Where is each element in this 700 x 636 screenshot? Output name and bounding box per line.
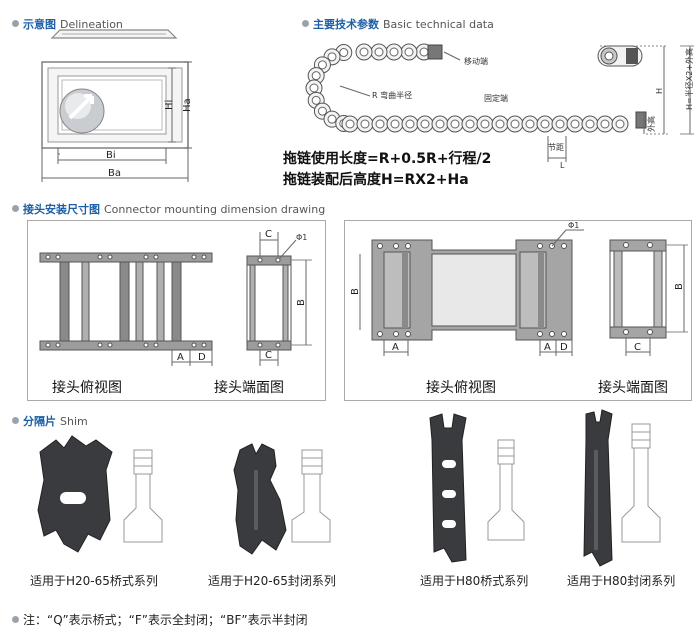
bi-label: Bi (106, 150, 116, 161)
connector-panel-right (344, 220, 692, 401)
caption-end-view-right: 接头端面图 (598, 380, 668, 396)
shim-h80-closed-part (583, 409, 613, 567)
bullet-icon (12, 20, 19, 27)
chain-link-pin (327, 114, 337, 124)
chain-link-pin (339, 48, 349, 58)
chain-link-pin (309, 83, 319, 93)
moving-end-block (427, 44, 443, 60)
chain-link-pin (404, 47, 414, 57)
chain-link-pin (555, 119, 565, 129)
chain-link-pin (525, 119, 535, 129)
ha-label: Ha (182, 98, 193, 112)
dim-b-label-right-end: B (674, 283, 685, 290)
delineation-drawing: Hi Ha Bi Ba (41, 29, 193, 182)
chain-link-pin (374, 47, 384, 57)
shim-h20-bridge-outline (123, 449, 163, 543)
fixed-end-label: 固定端 (484, 93, 508, 103)
chain-link-pin (317, 106, 327, 116)
fixed-end-block (635, 111, 647, 129)
dim-c-label-right: C (634, 342, 641, 353)
chain-link-pin (317, 60, 327, 70)
dim-a-label-right-2: A (544, 342, 551, 353)
chain-link-pin (389, 47, 399, 57)
bullet-icon (302, 20, 309, 27)
dim-b-label: B (296, 299, 307, 306)
chain-link-pin (405, 119, 415, 129)
outer-height-label: 外高 (646, 116, 656, 132)
chain-link-pin (390, 119, 400, 129)
l-label: L (560, 161, 565, 170)
caption-top-view-left: 接头俯视图 (52, 380, 122, 396)
chain-link-pin (615, 119, 625, 129)
connector-drawing-right: B Φ1 A A D B C (350, 221, 688, 356)
dim-c-label-top: C (265, 229, 272, 240)
shim-h20-closed-part (233, 443, 287, 555)
shim-drawings (37, 409, 661, 567)
dim-a-label-right-1: A (392, 342, 399, 353)
connector-drawing-left: A D C Φ1 B C (39, 229, 312, 366)
chain-link-pin (570, 119, 580, 129)
moving-end-label: 移动端 (464, 56, 488, 66)
bullet-icon (12, 616, 19, 623)
chain-link-pin (435, 119, 445, 129)
shim-caption-1: 适用于H20-65桥式系列 (30, 574, 158, 588)
formula-length: 拖链使用长度=R+0.5R+行程/2 (283, 151, 492, 167)
bullet-icon (12, 205, 19, 212)
shim-h80-bridge-outline (487, 439, 525, 541)
shim-h80-closed-outline (621, 423, 661, 543)
chain-link-pin (465, 119, 475, 129)
footnote: 注：“Q”表示桥式；“F”表示全封闭；“BF”表示半封闭 (12, 611, 308, 628)
formula-height: 拖链装配后高度H=RX2+Ha (283, 172, 469, 188)
chain-link-pin (420, 119, 430, 129)
caption-end-view-left: 接头端面图 (214, 380, 284, 396)
chain-link-pin (360, 119, 370, 129)
chain-link-pin (600, 119, 610, 129)
bullet-icon (12, 417, 19, 424)
dim-b-label-right: B (350, 288, 361, 295)
chain-link-pin (510, 119, 520, 129)
shim-caption-2: 适用于H20-65封闭系列 (208, 574, 336, 588)
shim-caption-4: 适用于H80封闭系列 (567, 574, 676, 588)
technical-chain-drawing: 移动端 R 弯曲半径 固定端 H H=半径X2+外高 外高 节距 L (305, 43, 694, 170)
h-formula-vertical-label: H=半径X2+外高 (684, 48, 694, 110)
dim-a-label: A (177, 352, 184, 363)
bend-radius-label: R 弯曲半径 (372, 90, 412, 100)
caption-top-view-right: 接头俯视图 (426, 380, 496, 396)
chain-link-pin (359, 47, 369, 57)
chain-link-pin (495, 119, 505, 129)
dim-d-label-right: D (560, 342, 568, 353)
shim-h80-bridge-part (429, 413, 467, 563)
dim-c-label-bottom: C (265, 350, 272, 361)
chain-link-pin (311, 95, 321, 105)
shim-caption-3: 适用于H80桥式系列 (420, 574, 529, 588)
phi-label: Φ1 (296, 233, 307, 242)
chain-link-pin (450, 119, 460, 129)
chain-link-pin (345, 119, 355, 129)
hi-label: Hi (164, 100, 175, 110)
connector-panel-left (27, 220, 326, 401)
chain-link-pin (540, 119, 550, 129)
shim-h20-closed-outline (291, 449, 331, 543)
chain-link-pin (311, 71, 321, 81)
h-label: H (655, 88, 664, 94)
shim-h20-bridge-part (37, 435, 113, 553)
phi-label-right: Φ1 (568, 221, 579, 230)
chain-link-pin (585, 119, 595, 129)
ba-label: Ba (108, 168, 121, 179)
chain-link-pin (480, 119, 490, 129)
chain-link-pin (327, 52, 337, 62)
pitch-label: 节距 (548, 143, 564, 152)
chain-link-pin (375, 119, 385, 129)
dim-d-label: D (198, 352, 206, 363)
